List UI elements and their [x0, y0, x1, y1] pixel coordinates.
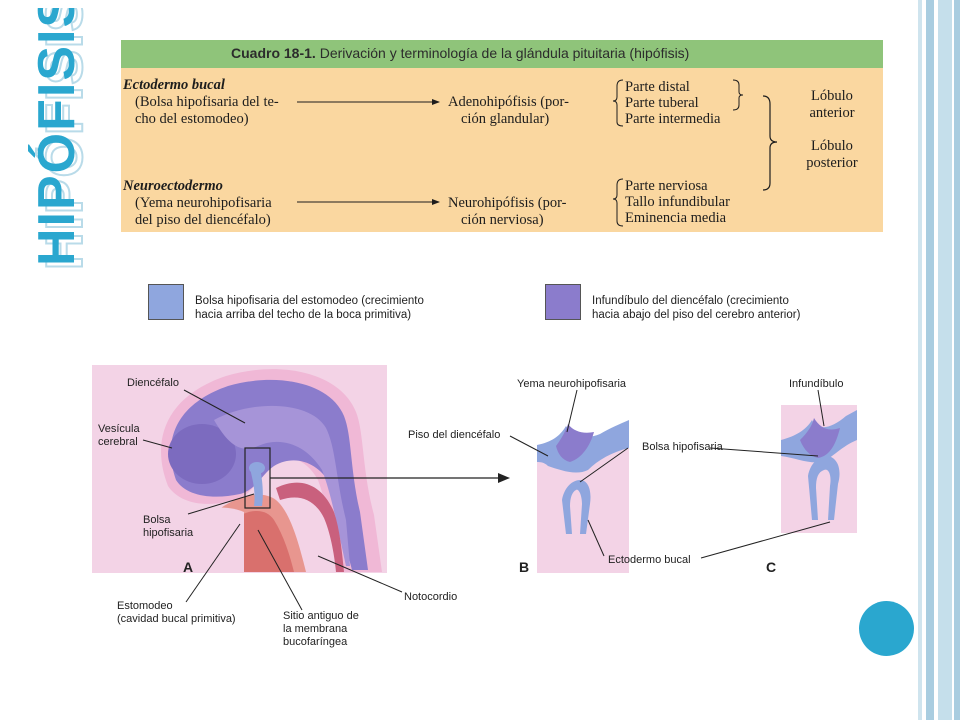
part-item: Tallo infundibular	[625, 194, 730, 210]
legend-text: Bolsa hipofisaria del estomodeo (crecimi…	[195, 295, 424, 321]
label-oral-ectoderm: Ectodermo bucal	[608, 554, 691, 566]
panel-label-a: A	[183, 559, 194, 575]
leader-line	[257, 529, 303, 611]
leader-line	[709, 447, 819, 457]
origin-title: Ectodermo bucal	[123, 77, 225, 93]
leader-line	[142, 439, 173, 449]
leader-line	[509, 435, 549, 457]
origin-line: (Bolsa hipofisaria del te-	[135, 94, 279, 110]
decor-stripe	[954, 0, 960, 720]
derivation-table: Cuadro 18-1. Derivación y terminología d…	[121, 40, 883, 232]
decor-stripe	[918, 0, 922, 720]
pouch-tip	[249, 462, 265, 474]
decor-stripe	[926, 0, 934, 720]
part-item: Parte distal	[625, 79, 690, 95]
part-item: Parte intermedia	[625, 111, 721, 127]
part-item: Parte tuberal	[625, 95, 699, 111]
brace-icon	[612, 79, 624, 127]
table-header: Cuadro 18-1. Derivación y terminología d…	[121, 40, 883, 68]
label-diencephalon-floor: Piso del diencéfalo	[408, 429, 501, 441]
derivative-line: Adenohipófisis (por-	[448, 94, 569, 110]
label-notochord: Notocordio	[404, 591, 458, 603]
part-item: Eminencia media	[625, 210, 727, 226]
panel-c-pouch	[808, 456, 840, 520]
part-item: Parte nerviosa	[625, 178, 708, 194]
origin-line: (Yema neurohipofisaria	[135, 195, 272, 211]
leader-line	[183, 389, 246, 424]
brain-lumen	[214, 405, 350, 566]
leader-line	[700, 521, 831, 559]
panel-label-b: B	[519, 559, 530, 575]
panel-label-c: C	[766, 559, 777, 575]
label-neurohypophyseal-bud: Yema neurohipofisaria	[517, 378, 627, 390]
slide-title: HIPÓFISIS HIPÓFISIS	[8, 8, 128, 283]
panel-b-neural-bud	[556, 424, 594, 462]
table-number: Cuadro 18-1.	[231, 45, 316, 61]
table-title: Derivación y terminología de la glándula…	[319, 45, 690, 61]
lobe-label: Lóbulo anterior	[809, 88, 855, 121]
origin-line: cho del estomodeo)	[135, 111, 249, 127]
derivative-line: Neurohipófisis (por-	[448, 195, 567, 211]
label-infundibulum: Infundíbulo	[789, 378, 844, 390]
slide-title-text: HIPÓFISIS	[28, 8, 86, 266]
leader-lines	[142, 389, 831, 611]
derivative-line: ción nerviosa)	[461, 212, 544, 228]
cerebral-vesicle	[168, 424, 236, 484]
legend-text: Infundíbulo del diencéfalo (crecimiento …	[592, 295, 801, 321]
leader-line	[579, 447, 629, 483]
label-pouch-b: Bolsa hipofisaria	[642, 441, 723, 453]
pharynx-inner	[232, 511, 294, 572]
zoom-arrow-head-icon	[498, 473, 510, 483]
label-buccopharyngeal-membrane: Sitio antiguo de la membrana bucofarínge…	[283, 610, 359, 648]
origin-title: Neuroectodermo	[123, 178, 223, 194]
panel-b-drawing	[537, 420, 629, 573]
derivative-line: ción glandular)	[461, 111, 550, 127]
pituitary-development-figure	[92, 365, 857, 611]
leader-line	[187, 493, 255, 515]
origin-line: del piso del diencéfalo)	[135, 212, 271, 228]
brace-icon	[612, 178, 624, 227]
table-connectors	[297, 79, 778, 227]
label-diencephalon: Diencéfalo	[127, 377, 179, 389]
label-cerebral-vesicle: Vesícula cerebral	[98, 423, 140, 448]
leader-line	[566, 389, 578, 433]
legend-swatch-neural	[545, 284, 581, 320]
lobe-label: Lóbulo posterior	[806, 138, 858, 171]
hypophyseal-pouch	[250, 468, 263, 506]
decor-stripe	[938, 0, 952, 720]
notochord	[276, 482, 344, 572]
label-stomodeum: Estomodeo (cavidad bucal primitiva)	[117, 600, 236, 625]
legend-swatch-ectoderm	[148, 284, 184, 320]
leader-line	[817, 389, 825, 427]
panel-a-drawing	[92, 365, 510, 573]
leader-line	[185, 523, 241, 603]
panel-c-drawing	[781, 405, 857, 533]
stomodeum	[196, 507, 244, 572]
brace-icon	[762, 95, 778, 191]
leader-line	[587, 519, 605, 557]
brace-icon	[732, 79, 744, 111]
slide-title-shadow: HIPÓFISIS	[36, 8, 94, 270]
panel-c-infundibulum	[800, 418, 840, 458]
panel-b-pouch	[562, 480, 591, 534]
decor-circle	[859, 601, 914, 656]
label-hypophyseal-pouch: Bolsa hipofisaria	[143, 514, 194, 539]
leader-line	[317, 555, 403, 593]
